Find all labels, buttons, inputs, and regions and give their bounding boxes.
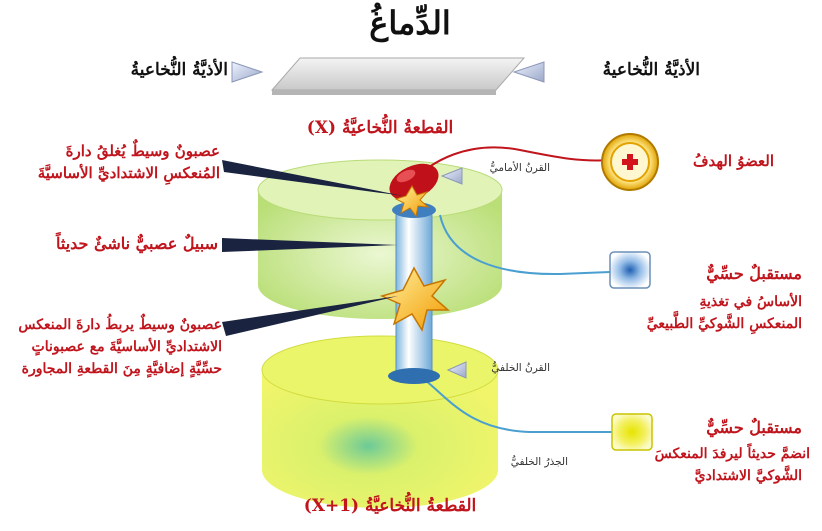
plus-in-circle-icon <box>601 133 659 191</box>
posterior-horn-label: القرنُ الخلفيُّ <box>491 362 550 374</box>
receptor2-title: مستقبلٌ حسِّيٌّ <box>706 418 802 437</box>
pointer-new-pathway <box>222 238 398 252</box>
pointer-interneuron <box>222 160 404 196</box>
pointer-linking <box>222 296 398 336</box>
segment-bottom-cylinder <box>261 335 499 508</box>
tract-label-left: الأذيَّةُ النُّخاعيةُ <box>130 60 228 80</box>
linking-label-line1: عصبونٌ وسيطٌ يربطُ دارةَ المنعكس <box>18 317 222 333</box>
receptor1-title: مستقبلٌ حسِّيٌّ <box>706 264 802 283</box>
posterior-root-label: الجذرُ الخلفيُّ <box>510 456 568 468</box>
tract-label-right: الأذيَّةُ النُّخاعيةُ <box>602 60 700 80</box>
linking-label-line2: الاشتداديِّ الأساسيَّةَ مع عصبوناتٍ <box>31 339 222 355</box>
nerve-blue-2 <box>424 379 612 433</box>
anterior-horn-pointer <box>440 167 463 185</box>
receptor1-line2: المنعكسِ الشَّوكيِّ الطَّبيعيِّ <box>646 316 802 332</box>
star-burst-icon-small <box>394 185 430 218</box>
segment-bottom-label: القطعةُ النُّخاعيَّةُ (X+1) <box>303 496 477 516</box>
new-pathway-label: سبيلٌ عصبيٌّ ناشئٌ حديثاً <box>56 234 218 253</box>
interneuron-label-line2: المُنعكسِ الاشتداديِّ الأساسيَّةَ <box>37 164 220 182</box>
posterior-horn-pointer <box>446 361 467 379</box>
linking-label-line3: حسِّيَّةٍ إضافيَّةٍ مِنَ القطعةِ المجاور… <box>21 361 222 377</box>
receptor1-line1: الأساسُ في تغذيةِ <box>699 294 802 310</box>
receptor2-line2: الشَّوكيَّ الاشتداديَّ <box>694 468 802 484</box>
arrow-left-icon <box>231 61 264 83</box>
yellow-square-receptor-icon <box>611 413 653 451</box>
page-title: الدِّماغُ <box>369 4 451 42</box>
nerve-blue-1 <box>439 214 611 276</box>
receptor2-line1: انضمَّ حديثاً ليرفدَ المنعكسَ <box>654 446 810 462</box>
target-organ-label: العضوُ الهدفُ <box>692 152 774 170</box>
star-burst-icon-large <box>379 266 450 332</box>
anterior-horn-label: القرنُ الأماميُّ <box>489 162 550 174</box>
segment-top-cylinder <box>257 159 503 319</box>
brain-plate <box>270 57 526 91</box>
arrow-right-icon <box>512 61 545 83</box>
segment-top-label: القطعةُ النُّخاعيَّةُ (X) <box>306 118 454 138</box>
blue-square-receptor-icon <box>609 251 651 289</box>
anterior-horn-blob <box>389 163 439 201</box>
interneuron-label-line1: عصبونٌ وسيطٌ يُغلقُ دارةَ <box>65 142 220 160</box>
